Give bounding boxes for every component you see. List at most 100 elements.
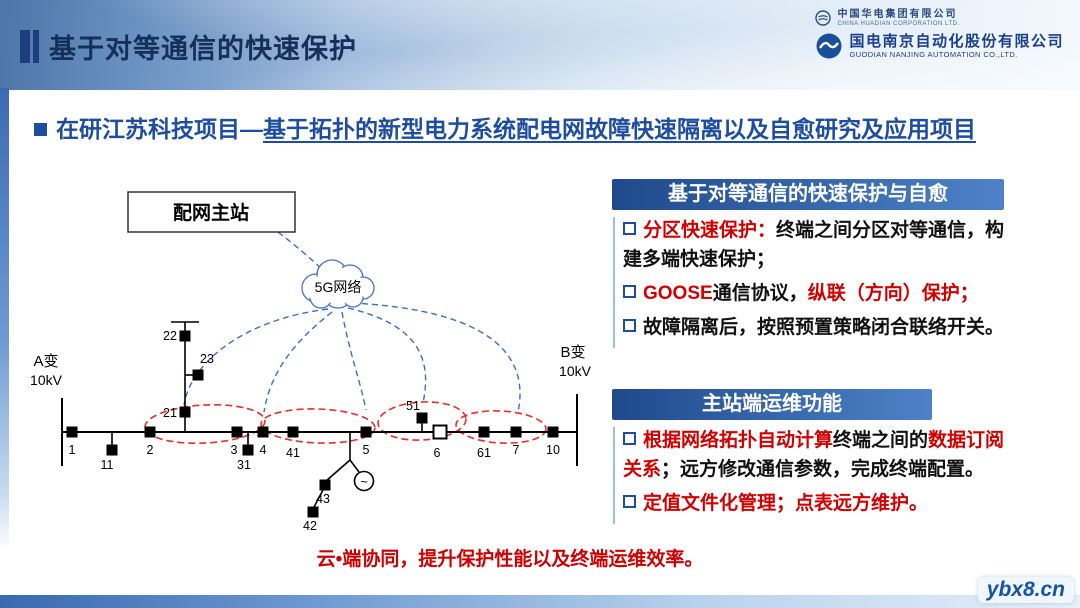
hollow-square-bullet-icon [623, 318, 636, 332]
footer-note: 云•端协同，提升保护性能以及终端运维效率。 [316, 549, 704, 570]
panel-2-bullet-1: 根据网络拓扑自动计算终端之间的数据订阅关系；远方修改通信参数，完成终端配置。 [623, 427, 1017, 485]
switch-5 [360, 426, 372, 438]
bus-b-voltage: 10kV [559, 363, 592, 379]
switch-1 [66, 426, 78, 438]
master-station-label: 配网主站 [173, 201, 249, 224]
node-label-42: 42 [303, 519, 317, 533]
dg-42-link [313, 489, 324, 508]
left-accent-stripe [0, 88, 9, 550]
node-label-6: 6 [434, 446, 441, 460]
switch-61 [478, 426, 490, 438]
text-segment: 纵联（方向）保护； [807, 282, 979, 304]
panel-2-bullet-2: 定值文件化管理；点表远方维护。 [623, 490, 1017, 519]
switch-31 [242, 444, 254, 456]
hollow-square-bullet-icon [623, 284, 636, 298]
tie-switch-6 [432, 424, 448, 440]
node-label-10: 10 [546, 443, 560, 457]
node-label-23: 23 [200, 352, 214, 366]
text-segment: 数据订阅关系 [623, 430, 1005, 480]
bus-b-name: B变 [560, 344, 585, 361]
switch-41 [287, 426, 299, 438]
protection-zone-3 [377, 401, 467, 441]
guodian-name-cn: 国电南京自动化股份有限公司 [849, 33, 1064, 51]
switch-23 [192, 369, 204, 381]
network-topology-diagram: 配网主站 5G网络 A变 10kV B变 10kV [30, 191, 592, 533]
text-segment: 故障隔离后，按照预置策略闭合联络开关。 [643, 316, 1005, 338]
node-label-7: 7 [513, 443, 520, 457]
node-label-11: 11 [101, 458, 114, 472]
title-block: 基于对等通信的快速保护 [20, 27, 357, 66]
dg-gen-link [349, 459, 360, 473]
hollow-square-bullet-icon [623, 494, 636, 508]
huadian-name-en: CHINA HUADIAN CORPORATION LTD. [837, 20, 960, 27]
guodian-logo-row: 国电南京自动化股份有限公司 GUODIAN NANJING AUTOMATION… [815, 32, 1064, 60]
text-segment: 根据网络拓扑自动计算 [643, 430, 834, 451]
bottom-accent-bar [0, 595, 1080, 608]
text-segment: 分区快速保护： [643, 220, 777, 241]
switch-7 [510, 426, 522, 438]
switch-22 [179, 330, 191, 342]
node-label-1: 1 [69, 443, 76, 457]
huadian-logo-icon [815, 10, 832, 26]
huadian-logo-row: 中国华电集团有限公司 CHINA HUADIAN CORPORATION LTD… [815, 9, 959, 27]
node-label-22: 22 [163, 329, 177, 343]
switch-10 [547, 426, 559, 438]
panel-1-header: 基于对等通信的快速保护与自愈 [612, 179, 1004, 210]
text-segment: ；远方修改通信参数，完成终端配置。 [661, 458, 985, 480]
link-cloud-to-node51 [347, 307, 427, 404]
header-bar: 基于对等通信的快速保护 中国华电集团有限公司 CHINA HUADIAN COR… [0, 0, 1080, 90]
huadian-name-cn: 中国华电集团有限公司 [837, 9, 958, 20]
bus-a-name: A变 [33, 353, 58, 370]
link-cloud-to-zone2 [263, 311, 333, 413]
switch-3 [231, 426, 243, 438]
dg-43-link [325, 459, 351, 482]
switch-2 [144, 426, 156, 438]
generator-symbol [353, 470, 375, 492]
panel-1-bullet-2: GOOSE通信协议，纵联（方向）保护； [623, 280, 1015, 309]
node-label-61: 61 [477, 446, 491, 460]
link-cloud-to-node7 [351, 302, 521, 413]
guodian-logo-icon [816, 33, 842, 59]
node-label-43: 43 [316, 492, 330, 506]
text-segment: 通信协议， [712, 282, 808, 304]
guodian-name-en: GUODIAN NANJING AUTOMATION CO.,LTD. [849, 49, 1018, 59]
switch-4 [257, 426, 269, 438]
panel-1-bullet-3: 故障隔离后，按照预置策略闭合联络开关。 [623, 314, 1015, 343]
link-cloud-to-node5 [341, 311, 367, 411]
switch-51 [416, 412, 428, 424]
protection-zone-4 [455, 410, 547, 444]
node-label-31: 31 [237, 458, 251, 472]
text-segment: GOOSE [643, 282, 713, 304]
text-segment: 终端之间分区对等通信，构建多端快速保护； [623, 220, 1005, 270]
5g-cloud: 5G网络 [301, 259, 375, 309]
node-label-4: 4 [260, 443, 267, 457]
text-segment: 定值文件化管理；点表远方维护。 [643, 492, 929, 514]
switch-11 [106, 444, 118, 456]
panel-2-body: 根据网络拓扑自动计算终端之间的数据订阅关系；远方修改通信参数，完成终端配置。 定… [613, 427, 1017, 524]
square-bullet-icon [34, 123, 47, 136]
page-title: 基于对等通信的快速保护 [49, 34, 357, 64]
text-segment: 终端之间的 [833, 430, 929, 451]
node-label-51: 51 [406, 399, 420, 413]
node-label-2: 2 [147, 443, 154, 457]
double-bar-icon [20, 30, 39, 63]
switch-21 [179, 406, 191, 418]
link-master-to-cloud [277, 231, 324, 271]
protection-zone-2 [260, 408, 376, 444]
node-label-21: 21 [163, 406, 177, 420]
watermark: ybx8.cn [977, 577, 1074, 603]
switch-42 [307, 506, 319, 518]
slide-subtitle: 在研江苏科技项目—基于拓扑的新型电力系统配电网故障快速隔离以及自愈研究及应用项目 [34, 110, 1068, 144]
generator-wave: ~ [360, 474, 368, 489]
master-station-box [127, 191, 296, 233]
text-segment: 基于拓扑的新型电力系统配电网故障快速隔离以及自愈研究及应用项目 [263, 116, 976, 142]
hollow-square-bullet-icon [623, 222, 636, 235]
node-label-3: 3 [231, 443, 238, 457]
panel-1-bullet-1: 分区快速保护：终端之间分区对等通信，构建多端快速保护； [623, 217, 1015, 275]
link-cloud-to-zone1 [183, 308, 329, 406]
cloud-label: 5G网络 [315, 279, 362, 295]
node-label-5: 5 [363, 443, 370, 457]
switch-43 [319, 479, 331, 491]
panel-1-body: 分区快速保护：终端之间分区对等通信，构建多端快速保护； GOOSE通信协议，纵联… [613, 217, 1015, 348]
